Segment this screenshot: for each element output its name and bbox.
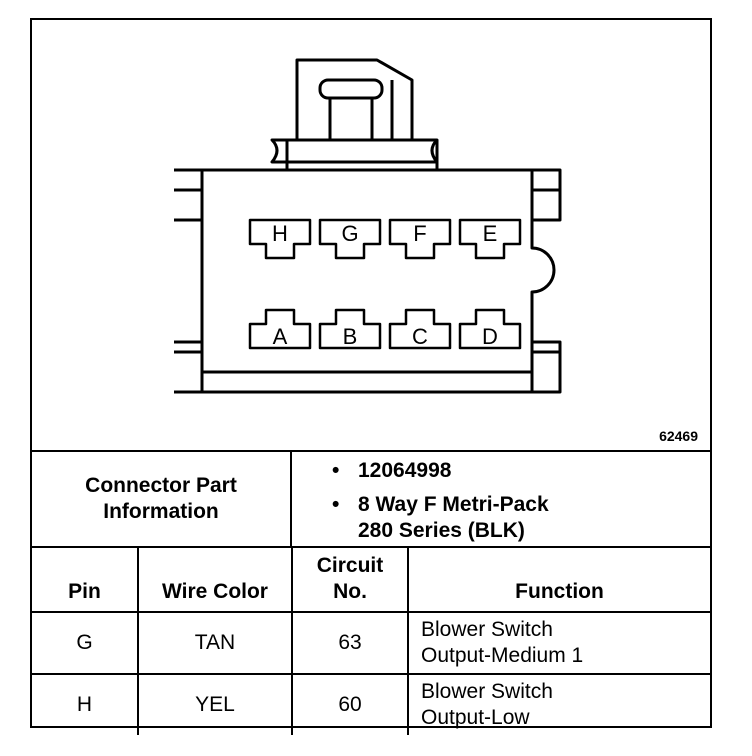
pin-cavity-f (388, 218, 452, 260)
header-wire-color: Wire Color (137, 546, 293, 613)
cell-function: Blower Switch Output-Medium 1 (407, 611, 710, 675)
pin-cavity-h (248, 218, 312, 260)
connector-latch (270, 58, 439, 172)
pin-label-e: E (483, 221, 498, 246)
pin-cavity-d (458, 308, 522, 350)
pin-label-d: D (482, 324, 498, 349)
connector-part-info-label: Connector Part Information (32, 452, 292, 546)
pin-cavity-a (248, 308, 312, 350)
connector-part-info-row: Connector Part Information 12064998 8 Wa… (32, 450, 710, 546)
pin-label-b: B (343, 324, 358, 349)
header-pin: Pin (32, 546, 139, 613)
cell-circuit: 60 (291, 673, 409, 735)
cell-wire-color: TAN (137, 611, 293, 675)
figure-id: 62469 (659, 428, 698, 444)
table-row: H YEL 60 Blower Switch Output-Low (32, 673, 710, 735)
cell-circuit: 63 (291, 611, 409, 675)
connector-part-info-list: 12064998 8 Way F Metri-Pack 280 Series (… (332, 458, 549, 552)
pin-label-h: H (272, 221, 288, 246)
pin-cavity-e (458, 218, 522, 260)
part-number-item: 12064998 (332, 458, 549, 484)
pin-cavity-c (388, 308, 452, 350)
pin-cavity-b (318, 308, 382, 350)
cell-function: Blower Switch Output-Low (407, 673, 710, 735)
connector-type-item: 8 Way F Metri-Pack 280 Series (BLK) (332, 492, 549, 544)
connector-body (174, 168, 562, 394)
pin-label-a: A (273, 324, 288, 349)
pin-cavity-g (318, 218, 382, 260)
cell-pin: H (32, 673, 139, 735)
header-circuit-no: Circuit No. (291, 546, 409, 613)
pin-label-c: C (412, 324, 428, 349)
cell-wire-color: YEL (137, 673, 293, 735)
table-row: G TAN 63 Blower Switch Output-Medium 1 (32, 611, 710, 675)
header-function: Function (407, 546, 710, 613)
pin-label-g: G (341, 221, 358, 246)
pin-label-f: F (413, 221, 426, 246)
pinout-table: Pin Wire Color Circuit No. Function G TA… (32, 546, 710, 735)
table-header-row: Pin Wire Color Circuit No. Function (32, 546, 710, 613)
cell-pin: G (32, 611, 139, 675)
connector-drawing: H G F E A B C D (174, 58, 562, 394)
